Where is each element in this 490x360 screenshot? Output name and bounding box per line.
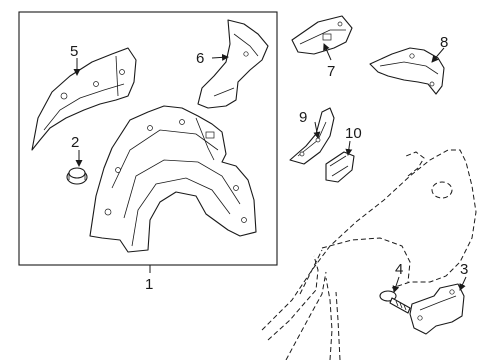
part-8-bracket [369,47,445,95]
part-7-bracket [291,15,353,55]
callout-2: 2 [71,134,79,151]
callout-10: 10 [345,125,362,142]
callout-3-leader [459,276,467,291]
callout-4: 4 [395,261,403,278]
callout-7-leader [323,43,332,61]
quarter-panel-outline [261,149,477,360]
part-4-bolt [379,290,411,314]
callout-1: 1 [145,276,153,293]
part-3-plate [409,283,465,335]
part-5-reinforcement [31,47,137,151]
part-1-wheelhouse [89,105,257,253]
callout-3: 3 [460,261,468,278]
part-10-insulator [325,151,355,183]
callout-6: 6 [196,50,204,67]
callout-4-leader [392,276,400,293]
callout-9-leader [313,121,321,139]
part-6-inner-panel [197,19,269,109]
assembly-group-box [18,11,278,266]
callout-5: 5 [70,43,78,60]
callout-10-leader [345,140,353,156]
callout-8: 8 [440,34,448,51]
callout-6-leader [211,53,229,61]
part-2-plug [66,167,88,185]
callout-9: 9 [299,109,307,126]
callout-7: 7 [327,63,335,80]
callout-8-leader [431,47,445,63]
part-9-bracket [289,107,335,165]
